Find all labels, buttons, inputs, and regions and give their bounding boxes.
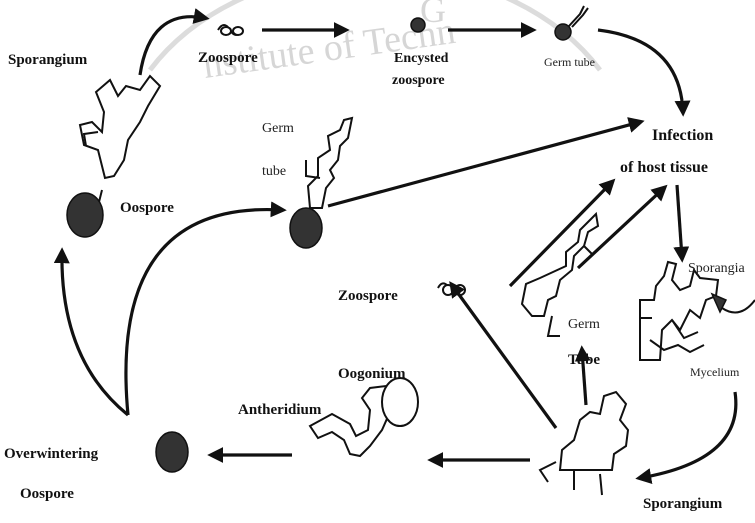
arrow-germ-to-infection bbox=[598, 30, 683, 112]
zoospore-mid-icon bbox=[438, 283, 465, 295]
label-overwintering-1: Overwintering bbox=[4, 446, 99, 462]
label-germ-tube-top: Germ tube bbox=[544, 55, 595, 69]
oospore-germinating-icon bbox=[290, 208, 322, 248]
label-antheridium: Antheridium bbox=[238, 402, 322, 418]
label-sporangium-top: Sporangium bbox=[8, 52, 88, 68]
germ-tube-mid-shape bbox=[306, 118, 352, 208]
arrow-overwintering-to-germtube-oospore bbox=[126, 210, 282, 415]
sporangium-top-left-shape bbox=[80, 76, 160, 206]
label-oospore: Oospore bbox=[120, 200, 174, 216]
label-infection-2: of host tissue bbox=[620, 159, 708, 176]
arrow-overwintering-to-sporangium-oospore bbox=[62, 252, 128, 415]
label-sporangia: Sporangia bbox=[688, 261, 746, 276]
oogonium-icon bbox=[382, 378, 418, 426]
mycelium-shape bbox=[640, 262, 755, 360]
germ-tube-top-icon bbox=[555, 6, 588, 40]
arrow-infection-to-mycelium bbox=[677, 185, 682, 258]
arrow-germtube-to-infection bbox=[328, 122, 640, 206]
encysted-zoospore-icon bbox=[411, 18, 425, 32]
sporangium-bottom-shape bbox=[540, 392, 628, 495]
label-germ-mid-1: Germ bbox=[262, 121, 294, 136]
label-germ-right-1: Germ bbox=[568, 317, 600, 332]
label-sporangium-bottom: Sporangium bbox=[643, 496, 723, 512]
label-overwintering-2: Oospore bbox=[20, 486, 74, 502]
zoospore-top-icon bbox=[218, 25, 243, 35]
label-encysted-1: Encysted bbox=[394, 51, 449, 66]
label-encysted-2: zoospore bbox=[392, 73, 445, 88]
label-mycelium: Mycelium bbox=[690, 365, 740, 379]
label-zoospore-top: Zoospore bbox=[198, 50, 258, 66]
label-infection-1: Infection bbox=[652, 127, 713, 144]
overwintering-oospore-icon bbox=[156, 432, 188, 472]
label-germ-mid-2: tube bbox=[262, 164, 286, 179]
oospore-left-icon bbox=[67, 193, 103, 237]
label-oogonium: Oogonium bbox=[338, 366, 406, 382]
arrow-mycelium-to-sporangium bbox=[640, 392, 736, 478]
label-zoospore-mid: Zoospore bbox=[338, 288, 398, 304]
